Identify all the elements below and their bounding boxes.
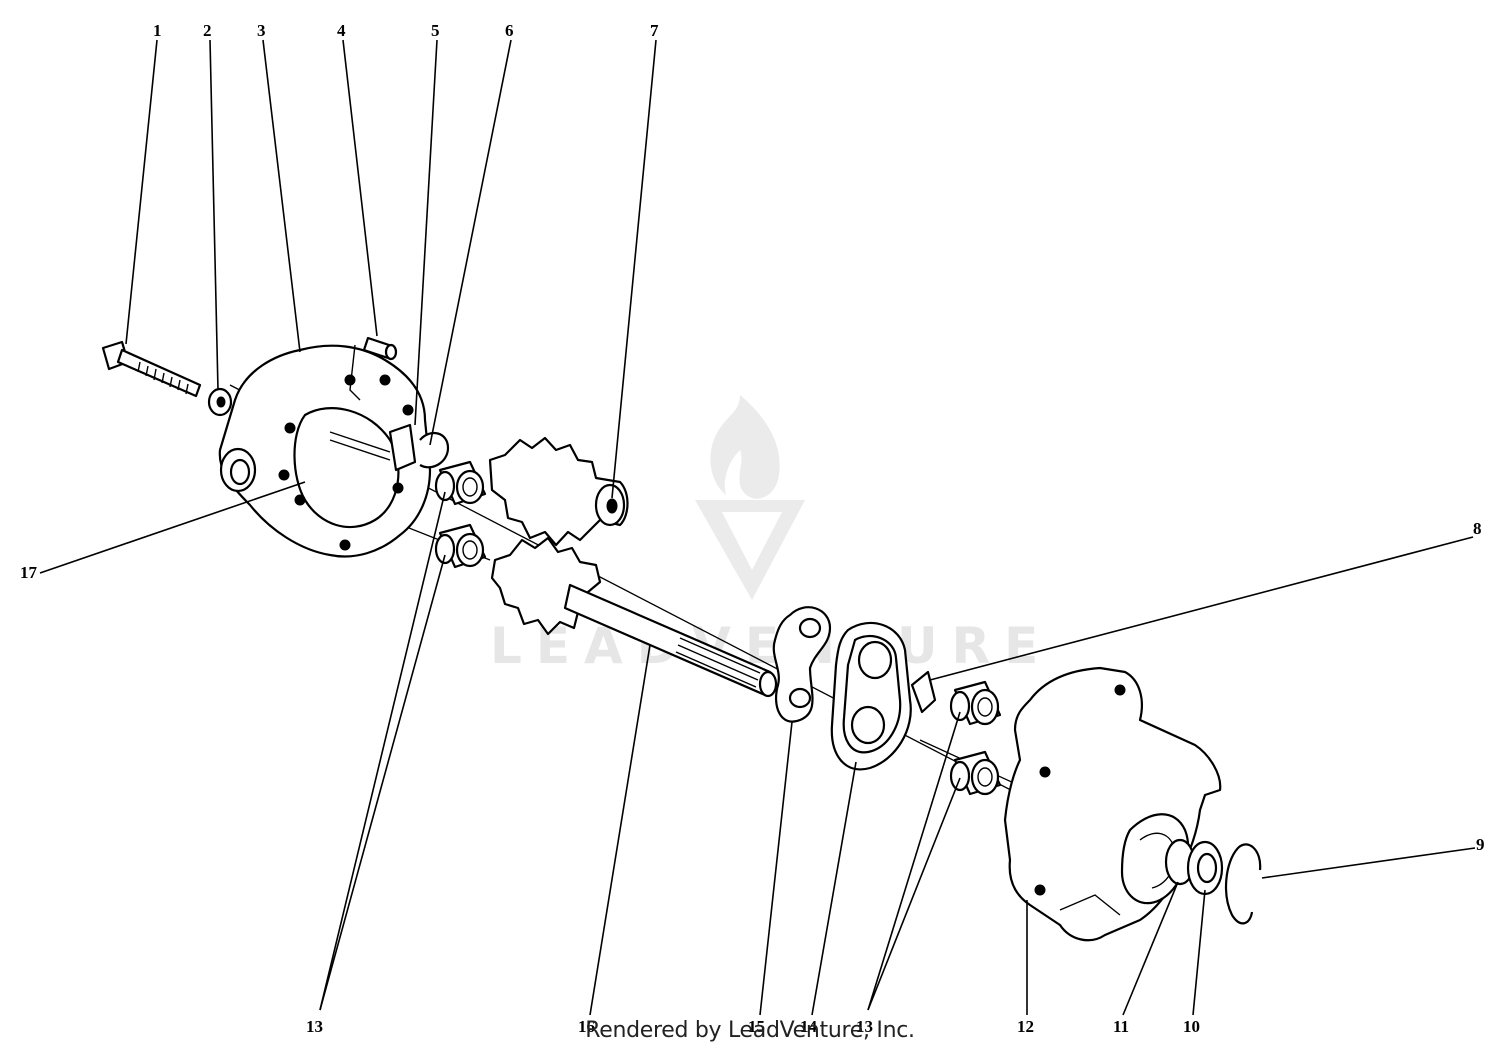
- dowel-pin: [362, 336, 398, 361]
- watermark: LEADVENTURE: [490, 395, 1052, 675]
- snap-ring: [1225, 843, 1262, 925]
- callout-7: 7: [650, 21, 659, 40]
- callout-6: 6: [505, 21, 514, 40]
- needle-bearing-right-upper: [949, 680, 1002, 726]
- wear-plate: [830, 621, 912, 771]
- needle-bearing-right-lower: [949, 750, 1002, 796]
- relief-valve-parts: [329, 423, 417, 472]
- drive-gear-shaft: [490, 536, 778, 698]
- callout-16: 16: [578, 1017, 595, 1036]
- callout-12: 12: [1017, 1017, 1034, 1036]
- pump-body: [218, 344, 432, 558]
- callout-13-left: 13: [306, 1017, 323, 1036]
- thrust-washer: [1186, 840, 1224, 896]
- gasket: [772, 606, 832, 723]
- render-credit: Rendered by LeadVenture, Inc.: [585, 1018, 915, 1043]
- callout-2: 2: [203, 21, 212, 40]
- pump-cover: [1003, 666, 1222, 942]
- callout-5: 5: [431, 21, 440, 40]
- callouts: 1 2 3 4 5 6 7 8 9 10 11 12 13 14 15 16 1…: [20, 21, 1485, 1036]
- washer: [207, 387, 233, 417]
- callout-4: 4: [337, 21, 346, 40]
- idler-gear: [488, 436, 629, 547]
- callout-1: 1: [153, 21, 162, 40]
- key: [910, 670, 937, 714]
- callout-8: 8: [1473, 519, 1482, 538]
- watermark-text: LEADVENTURE: [490, 617, 1052, 675]
- callout-9: 9: [1476, 835, 1485, 854]
- callout-13-right: 13: [856, 1017, 873, 1036]
- callout-14: 14: [800, 1017, 818, 1036]
- needle-bearing-upper: [434, 460, 487, 506]
- bolt: [101, 340, 202, 398]
- needle-bearing-lower: [434, 523, 487, 569]
- callout-11: 11: [1113, 1017, 1129, 1036]
- callout-15: 15: [748, 1017, 765, 1036]
- callout-17: 17: [20, 563, 38, 582]
- leader-lines: [39, 39, 1476, 1016]
- watermark-flame-icon: [710, 395, 780, 499]
- callout-10: 10: [1183, 1017, 1200, 1036]
- watermark-v-icon: [695, 500, 805, 600]
- callout-3: 3: [257, 21, 266, 40]
- seal-ring: [419, 431, 450, 469]
